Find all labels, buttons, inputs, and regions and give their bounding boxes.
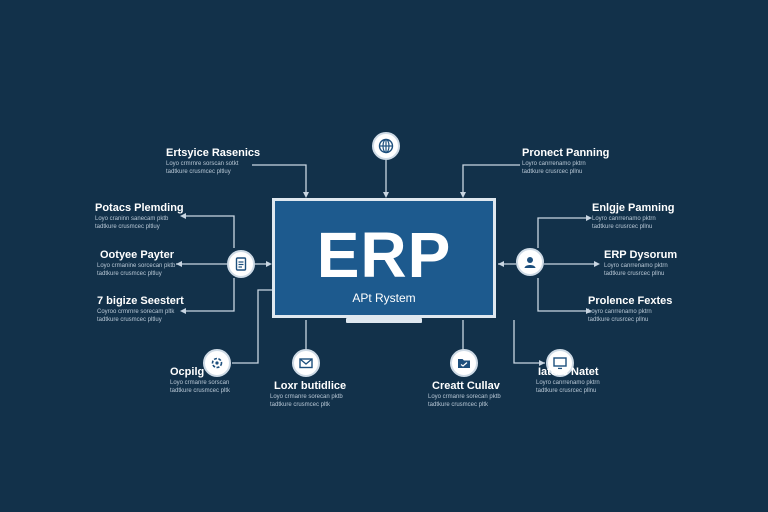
connector-left-4 [182,278,235,312]
connector-top-left [252,164,307,196]
monitor-stand [346,318,422,323]
globe-icon [372,132,400,160]
folder-icon [450,349,478,377]
arrowhead [498,261,504,267]
arrowhead [383,192,389,198]
connector-left-2 [182,215,235,248]
arrowhead [539,360,545,366]
erp-subtitle: APt Rystem [352,291,416,305]
clipboard-icon [227,250,255,278]
connector-bottom-4 [513,320,545,364]
module-label-l2: Potacs Plemding [95,202,184,214]
arrowhead [176,261,182,267]
arrowhead [303,192,309,198]
arrowhead [594,261,600,267]
module-label-r2: Enlgje Pamning [592,202,675,214]
arrowhead [460,192,466,198]
module-label-b2: Loxr butidlice [274,380,347,392]
connector-top-right [462,164,520,196]
arrowhead [266,261,272,267]
arrowhead [180,213,186,219]
module-label-tl1: Ertsyice Rasenics [166,147,261,159]
erp-title: ERP [316,219,452,291]
gear-icon [203,349,231,377]
module-label-tr1: Pronect Panning [522,147,610,159]
arrowhead [180,308,186,314]
monitor-icon [546,349,574,377]
arrowhead [586,215,592,221]
connector-right-4 [537,278,590,312]
module-label-r3: ERP Dysorum [604,249,678,261]
connector-right-2 [537,217,590,248]
module-label-l3: Ootyee Payter [100,249,174,261]
mail-icon [292,349,320,377]
module-label-r4: Prolence Fextes [588,295,673,307]
module-label-b4: Iaturc Natet [538,366,599,378]
connector-bottom-1 [232,289,272,364]
module-label-b1: Ocpilg [170,366,205,378]
arrowhead [586,308,592,314]
erp-monitor: ERP APt Rystem [272,198,496,318]
module-label-b3: Creatt Cullav [432,380,500,392]
module-label-l4: 7 bigize Seestert [97,295,184,307]
user-icon [516,248,544,276]
